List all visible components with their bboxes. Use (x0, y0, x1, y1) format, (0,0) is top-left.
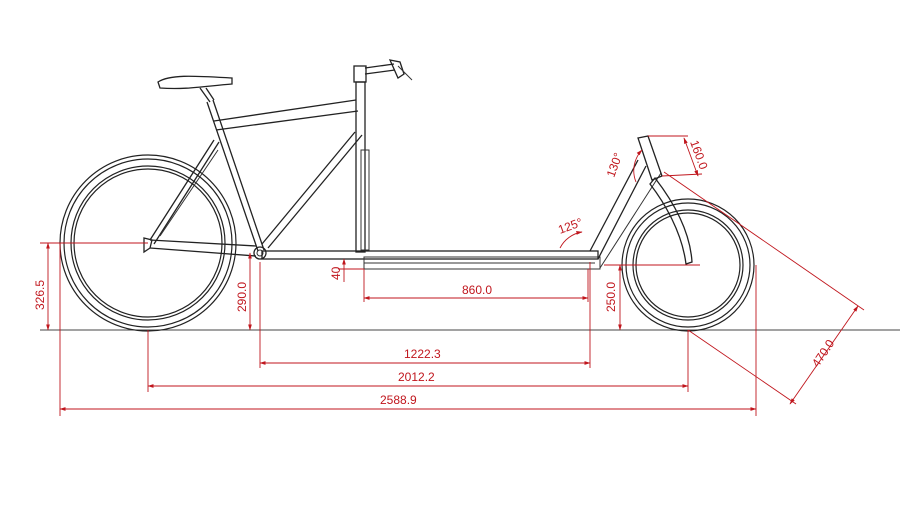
angle-front: 125° (556, 215, 585, 249)
deck-drop-label: 40 (329, 266, 343, 280)
dim-wheelbase: 2012.2 (147, 330, 689, 392)
front-angle-label: 125° (556, 215, 584, 237)
angle-head: 130° (604, 149, 643, 183)
dim-bb-to-front: 1222.3 (259, 262, 591, 368)
dim-bb-height: 290.0 (235, 252, 252, 331)
overall-length-label: 2588.9 (380, 393, 417, 407)
dim-steerer-length: 160.0 (648, 135, 711, 177)
dim-fork-offset: 470.0 (663, 171, 865, 405)
head-angle-label: 130° (604, 151, 626, 179)
rear-axle-height-label: 326.5 (33, 280, 47, 310)
bb-to-front-label: 1222.3 (404, 347, 441, 361)
steerer-length-label: 160.0 (687, 138, 711, 171)
dim-cargo-length: 860.0 (363, 269, 589, 302)
front-deck-height-label: 250.0 (604, 282, 618, 312)
wheelbase-label: 2012.2 (398, 370, 435, 384)
dim-front-deck-height: 250.0 (604, 264, 700, 331)
dim-overall-length: 2588.9 (59, 243, 757, 416)
dim-rear-axle-height: 326.5 (33, 242, 148, 331)
bb-height-label: 290.0 (235, 282, 249, 312)
dim-deck-drop: 40 (329, 258, 364, 282)
bike-frame (143, 59, 693, 270)
cargo-length-label: 860.0 (462, 283, 492, 297)
